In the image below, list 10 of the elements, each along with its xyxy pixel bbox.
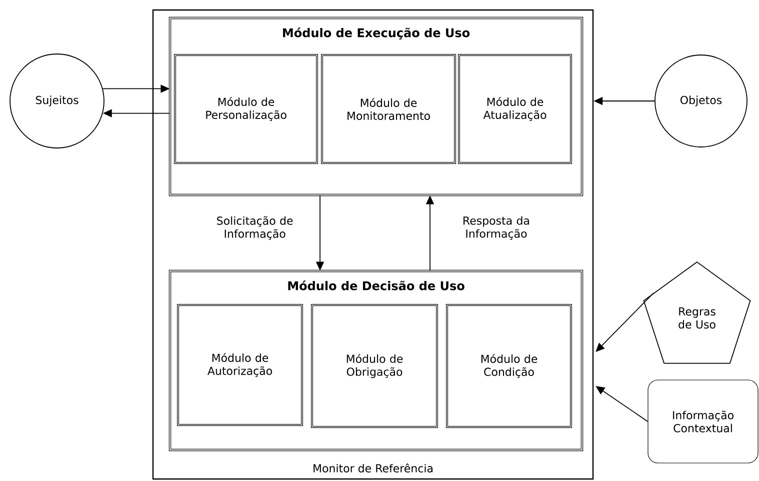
- module-box: Módulo de Autorização: [177, 304, 303, 426]
- module-box: Módulo de Condição: [446, 304, 572, 428]
- module-box: Módulo de Monitoramento: [321, 54, 456, 164]
- module-box: Módulo de Atualização: [458, 54, 572, 164]
- info-box: Informação Contextual: [648, 380, 758, 464]
- edge-label: Resposta da Informação: [464, 216, 529, 240]
- module-box: Módulo de Obrigação: [311, 304, 438, 428]
- arrow: [596, 292, 654, 352]
- edge-label: Solicitação de Informação: [217, 216, 293, 240]
- module-box: Módulo de Personalização: [174, 54, 318, 164]
